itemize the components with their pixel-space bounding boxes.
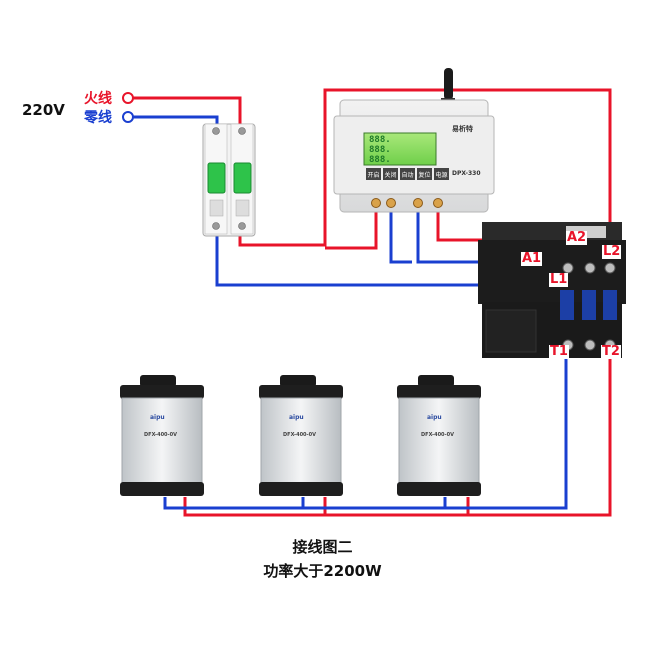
- psu-2-brand: aipu: [289, 414, 304, 421]
- terminal-label-a1: A1: [521, 251, 543, 266]
- contactor-screw-icon: [584, 339, 596, 351]
- button-label-auto: 自动: [401, 172, 414, 179]
- live-wires: [133, 88, 612, 517]
- screen-row-2: 888.: [369, 145, 391, 155]
- breaker-toggle-right: [233, 162, 252, 194]
- controller-terminal: [413, 198, 423, 208]
- button-label-start: 开启: [367, 172, 380, 179]
- breaker-toggle-left: [207, 162, 226, 194]
- live-t2-to-psu-wire: [468, 356, 612, 517]
- psu-1-brand: aipu: [150, 414, 165, 421]
- terminal-label-t2: T2: [601, 344, 621, 359]
- neutral-controller-wire: [389, 212, 412, 264]
- breaker-screw-icon: [238, 222, 246, 230]
- breaker-screw-icon: [212, 222, 220, 230]
- controller-screen: [363, 132, 437, 166]
- controller-button: [366, 168, 381, 180]
- diagram-caption-power: 功率大于2200W: [263, 562, 382, 580]
- neutral-t1-to-psu-wire: [445, 356, 568, 510]
- diagram-caption-title: 接线图二: [292, 538, 353, 556]
- button-label-reset: 复位: [418, 172, 431, 179]
- power-supply-1: [120, 375, 204, 496]
- neutral-input-terminal: [122, 111, 134, 123]
- controller-device: [333, 68, 495, 213]
- terminal-label-l2: L2: [602, 244, 622, 259]
- controller-button: [417, 168, 432, 180]
- contactor-screw-icon: [604, 262, 616, 274]
- terminal-label-t1: T1: [549, 344, 569, 359]
- live-breaker-to-controller-wire: [238, 88, 612, 248]
- neutral-wire-label: 零线: [84, 110, 112, 126]
- power-supply-3: [397, 375, 481, 496]
- controller-button: [434, 168, 449, 180]
- psu-1-model: DFX-400-0V: [144, 432, 177, 438]
- controller-terminal: [371, 198, 381, 208]
- breaker-screw-icon: [238, 127, 246, 135]
- controller-terminal: [386, 198, 396, 208]
- contactor-device: [478, 222, 626, 358]
- terminal-label-a2: A2: [566, 230, 588, 245]
- voltage-label: 220V: [22, 101, 65, 119]
- live-psu-bus-wire: [183, 497, 468, 517]
- neutral-psu-bus-wire: [163, 497, 445, 510]
- power-supply-2: [259, 375, 343, 496]
- neutral-wires: [133, 115, 568, 510]
- button-label-stop: 关闭: [384, 172, 397, 179]
- controller-model: DPX-330: [452, 170, 481, 177]
- contactor-screw-icon: [584, 262, 596, 274]
- controller-button: [400, 168, 415, 180]
- screen-row-1: 888.: [369, 135, 391, 145]
- breaker-screw-icon: [212, 127, 220, 135]
- psu-3-model: DFX-400-0V: [421, 432, 454, 438]
- button-label-power: 电源: [435, 172, 448, 179]
- circuit-breaker: [202, 123, 256, 237]
- controller-terminal: [433, 198, 443, 208]
- terminal-label-l1: L1: [549, 272, 569, 287]
- neutral-breaker-to-contactor-wire: [215, 232, 555, 287]
- controller-button: [383, 168, 398, 180]
- antenna-icon: [444, 68, 453, 100]
- controller-red-tap-wire: [325, 212, 378, 250]
- psu-2-model: DFX-400-0V: [283, 432, 316, 438]
- psu-3-brand: aipu: [427, 414, 442, 421]
- live-input-wire: [133, 96, 242, 125]
- controller-brand: 易析特: [452, 125, 473, 133]
- neutral-input-wire: [133, 115, 219, 125]
- screen-row-3: 888.: [369, 155, 391, 165]
- live-wire-label: 火线: [84, 91, 112, 107]
- live-input-terminal: [122, 92, 134, 104]
